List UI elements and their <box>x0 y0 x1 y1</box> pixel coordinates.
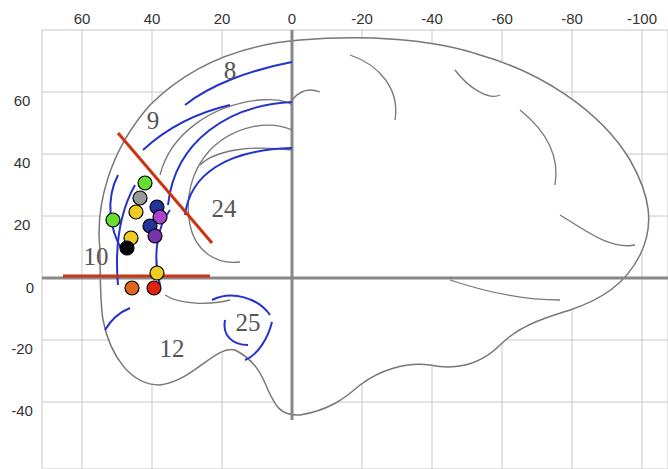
axis-tick: -20 <box>351 11 373 26</box>
area-boundaries <box>105 62 292 360</box>
axis-tick: 40 <box>144 11 161 26</box>
area-number: 9 <box>147 108 160 133</box>
axis-tick: -80 <box>561 11 583 26</box>
axis-tick: -40 <box>11 403 33 418</box>
axis-tick: -60 <box>491 11 513 26</box>
red-section-lines <box>63 133 212 276</box>
area-number: 10 <box>84 244 109 269</box>
axis-x <box>42 277 668 280</box>
axis-tick: 60 <box>74 11 91 26</box>
axis-y <box>291 30 294 420</box>
axis-tick: 0 <box>26 280 34 295</box>
axis-tick: -100 <box>627 11 657 26</box>
axis-tick: 40 <box>14 155 31 170</box>
axis-tick: 60 <box>14 93 31 108</box>
grid <box>42 30 668 469</box>
axis-tick: 20 <box>14 217 31 232</box>
axis-tick: -20 <box>11 341 33 356</box>
area-number: 24 <box>212 196 237 221</box>
electrode-dots <box>106 176 167 295</box>
axis-tick: 0 <box>288 11 296 26</box>
axis-tick: 20 <box>214 11 231 26</box>
area-number: 12 <box>160 336 185 361</box>
area-number: 25 <box>236 310 261 335</box>
axis-tick: -40 <box>421 11 443 26</box>
sulci <box>160 55 635 303</box>
brain-outline <box>99 38 649 415</box>
area-number: 8 <box>224 58 237 83</box>
